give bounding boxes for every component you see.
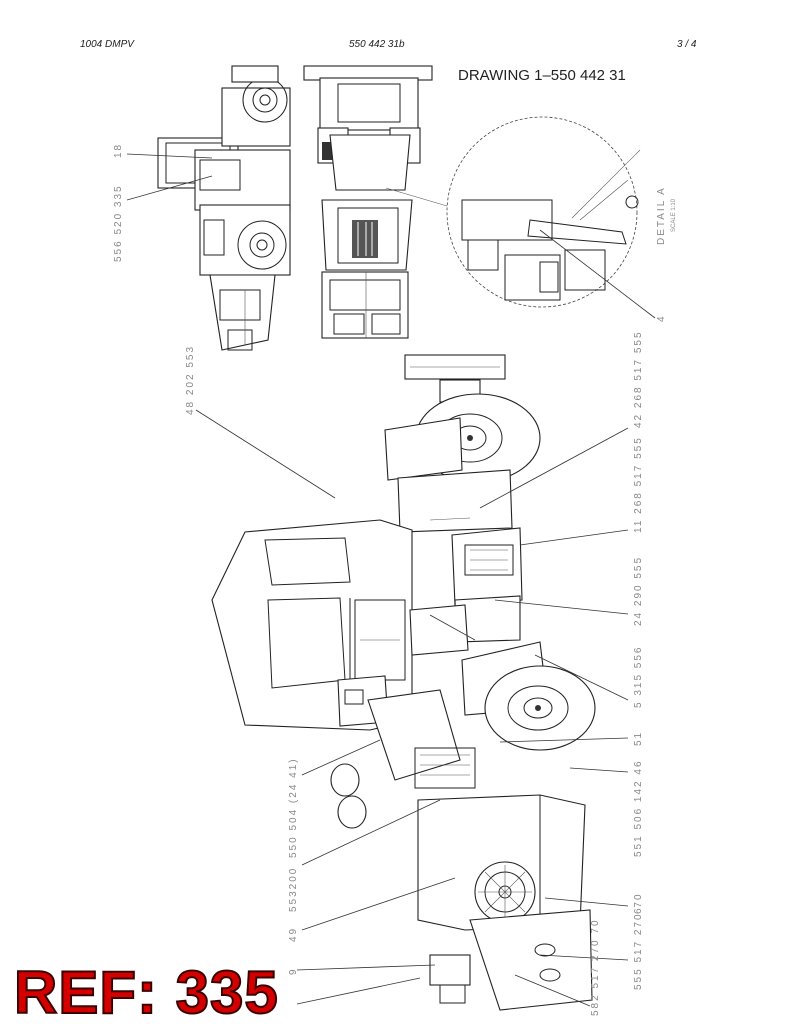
callout-51: 51 [633,731,644,746]
detail-a-view [385,116,656,319]
detail-a-scale: SCALE 1:10 [671,198,677,232]
top-view-left [157,65,291,351]
callout-24-290-555: 24 290 555 [633,556,644,626]
callout-11-268-517-555: 11 268 517 555 [633,436,644,533]
drawing-title: DRAWING 1–550 442 31 [458,67,626,84]
callout-9: 9 [288,967,299,975]
callout-5-315-556: 5 315 556 [633,646,644,709]
callout-551-506-142-46: 551 506 142 46 [633,759,644,857]
callout-49: 49 [288,927,299,942]
callout-550-504-24-41: 550 504 (24 41) [288,757,299,858]
header-drawing-number: 550 442 31b [349,39,405,50]
callout-555-517-270-70: 555 517 270 70 [633,892,644,990]
top-view-center [303,65,433,339]
callout-6: 6 [633,906,644,914]
callout-553200: 553200 [288,867,299,912]
callout-top-556-520-335: 556 520 335 [113,184,124,262]
callout-48-202-553: 48 202 553 [185,345,196,415]
header-model: 1004 DMPV [80,39,134,50]
callout-42-268-517-555: 42 268 517 555 [633,330,644,428]
header-page-number: 3 / 4 [677,39,697,50]
callout-top-18: 18 [113,143,124,158]
callout-582-517-270-70: 582 517 270 70 [590,918,601,1016]
callout-detail-part: 4 [656,314,667,322]
ref-badge: REF: 335 [13,958,279,1027]
detail-a-label: DETAIL A [656,186,667,245]
isometric-machine-view [211,354,596,1011]
